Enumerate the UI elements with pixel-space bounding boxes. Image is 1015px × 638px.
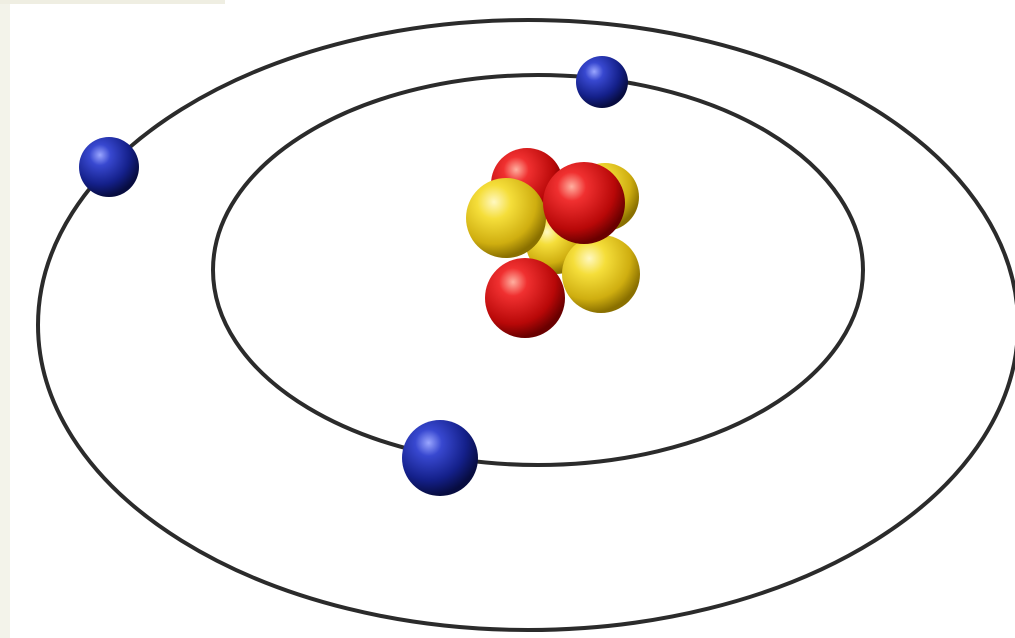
electron-outer-left <box>79 137 139 197</box>
nucleus <box>466 148 640 338</box>
neutron-left <box>466 178 546 258</box>
proton-bottom <box>485 258 565 338</box>
electron-inner-top <box>576 56 628 108</box>
neutron-bottom-right <box>562 235 640 313</box>
inner-orbit-ring <box>211 73 865 467</box>
left-edge-strip <box>0 0 10 638</box>
outer-orbit-ring <box>36 18 1015 632</box>
top-edge-strip <box>0 0 225 4</box>
proton-front <box>543 162 625 244</box>
electron-inner-bottom <box>402 420 478 496</box>
